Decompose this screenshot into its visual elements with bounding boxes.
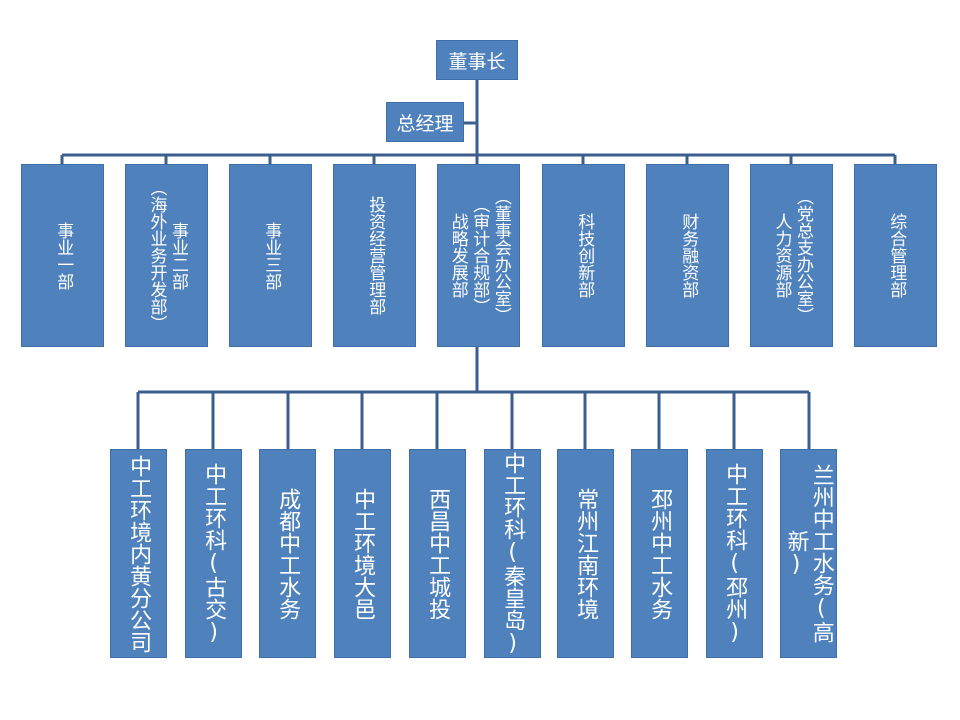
subsidiary-label: 中工环科(秦皇岛) — [500, 451, 526, 656]
department-finance: 财务融资部 — [646, 164, 729, 347]
subsidiary-qinhuangdao: 中工环科(秦皇岛) — [484, 449, 541, 658]
department-label: 事业一部 — [53, 221, 74, 290]
subsidiary-label: 中工环境大邑 — [350, 487, 376, 620]
subsidiary-pizhou: 中工环科(邳州) — [706, 449, 763, 658]
general-manager-label: 总经理 — [396, 112, 454, 135]
subsidiary-label: 中工环科(邳州) — [722, 462, 748, 645]
department-label: 科技创新部 — [574, 213, 595, 298]
subsidiary-label: 兰州中工水务(高新) — [783, 464, 834, 643]
department-label: 综合管理部 — [886, 213, 907, 298]
subsidiary-label: 常州江南环境 — [573, 487, 599, 620]
subsidiary-label: 西昌中工城投 — [425, 487, 451, 620]
department-label: 战略发展部 — [447, 213, 468, 298]
department-label: 财务融资部 — [678, 213, 699, 298]
department-technology: 科技创新部 — [542, 164, 625, 347]
department-strategy: （董事会办公室） （审计合规部） 战略发展部 — [437, 164, 520, 347]
subsidiary-chengdu: 成都中工水务 — [259, 449, 316, 658]
subsidiary-label: 邳州中工水务 — [647, 487, 673, 620]
subsidiary-label: 中工环科(古交) — [201, 462, 227, 645]
subsidiary-label: 中工环境内黄分公司 — [126, 454, 152, 653]
subsidiary-changzhou: 常州江南环境 — [557, 449, 614, 658]
subsidiary-xichang: 西昌中工城投 — [409, 449, 466, 658]
department-sublabel: （审计合规部） — [469, 196, 490, 315]
chairman-box: 董事长 — [436, 40, 518, 80]
department-label: 事业三部 — [261, 221, 282, 290]
department-sublabel: （党总支办公室） — [793, 187, 814, 324]
subsidiary-pizhou-water: 邳州中工水务 — [631, 449, 688, 658]
department-label: 事业二部 — [168, 221, 189, 290]
department-hr: （党总支办公室） 人力资源部 — [750, 164, 833, 347]
department-business-2: 事业二部 （海外业务开发部） — [125, 164, 208, 347]
general-manager-box: 总经理 — [386, 102, 464, 142]
subsidiary-label: 成都中工水务 — [275, 487, 301, 620]
department-label: 人力资源部 — [771, 213, 792, 298]
department-business-1: 事业一部 — [21, 164, 104, 347]
chairman-label: 董事长 — [448, 50, 506, 73]
department-general-management: 综合管理部 — [854, 164, 937, 347]
subsidiary-gujiao: 中工环科(古交) — [185, 449, 242, 658]
department-sublabel: （董事会办公室） — [490, 187, 511, 324]
department-sublabel: （海外业务开发部） — [146, 179, 167, 332]
subsidiary-dayi: 中工环境大邑 — [334, 449, 391, 658]
subsidiary-lanzhou: 兰州中工水务(高新) — [780, 449, 837, 658]
department-investment: 投资经营管理部 — [333, 164, 416, 347]
department-business-3: 事业三部 — [229, 164, 312, 347]
department-label: 投资经营管理部 — [365, 196, 386, 315]
subsidiary-neihuang: 中工环境内黄分公司 — [110, 449, 167, 658]
